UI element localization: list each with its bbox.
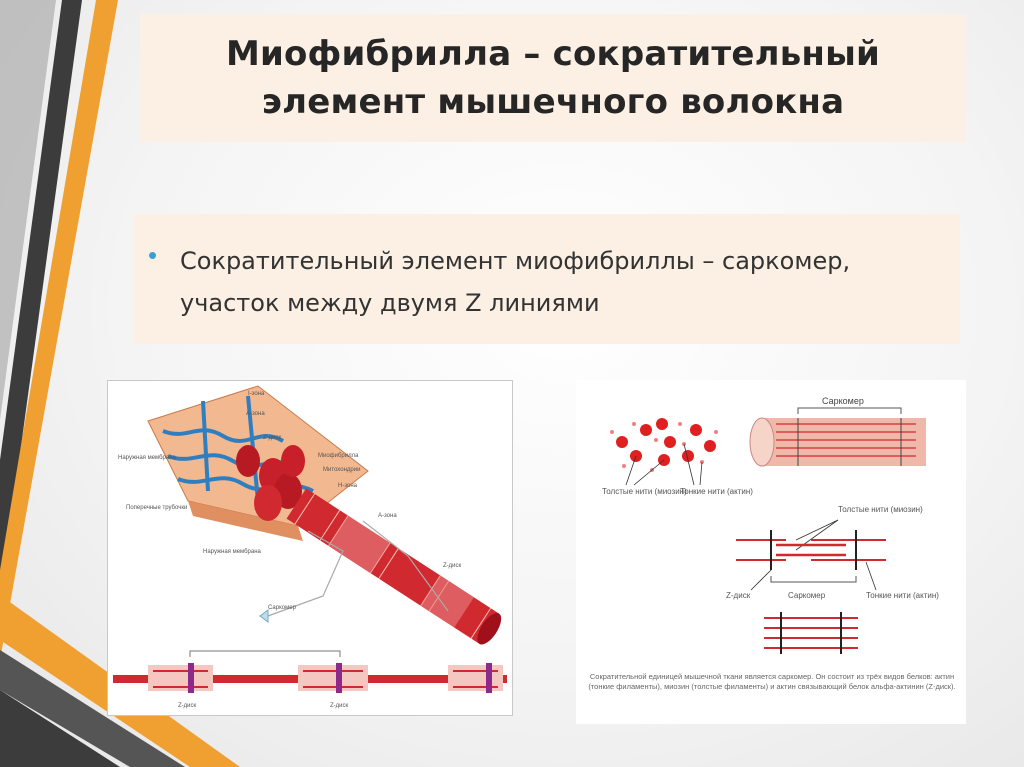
label-t-tubules: Поперечные трубочки <box>126 505 187 511</box>
label-h-zone: Н-зона <box>338 483 358 489</box>
extracted-myofibril <box>286 488 502 645</box>
bullet-text: Сократительный элемент миофибриллы – сар… <box>180 247 851 317</box>
label-myofibril: Миофибрилла <box>318 453 359 459</box>
label-a-zone-2: А-зона <box>378 513 397 519</box>
label-thick-filaments: Толстые нити (миозин) <box>602 487 687 496</box>
label-reticulum: Наружная мембрана <box>118 455 177 461</box>
label-z-disk: Z-диск <box>263 435 282 441</box>
label-z-disk-2: Z-диск <box>443 563 462 569</box>
bullet-box: • Сократительный элемент миофибриллы – с… <box>134 214 960 344</box>
label-membrane: Наружная мембрана <box>203 549 262 555</box>
myofibril-illustration: I-зона А-зона Z-диск Миофибрилла Митохон… <box>107 380 513 716</box>
label-mitochondria: Митохондрии <box>323 467 360 473</box>
myofibril-drawing: I-зона А-зона Z-диск Миофибрилла Митохон… <box>113 385 507 709</box>
label-z-disk-bottom-2: Z-диск <box>330 703 349 709</box>
label-thick-filaments-2: Толстые нити (миозин) <box>838 505 923 514</box>
filament-diagram: Толстые нити (миозин) Z-диск Саркомер То… <box>726 505 939 654</box>
label-z-disk-bottom-1: Z-диск <box>178 703 197 709</box>
cross-section: Толстые нити (миозин) Тонкие нити (актин… <box>602 418 753 496</box>
sarcomere-drawing: Толстые нити (миозин) Тонкие нити (актин… <box>588 396 956 691</box>
myofibril-bundles <box>236 445 305 521</box>
title-box: Миофибрилла – сократительный элемент мыш… <box>140 14 966 142</box>
label-sarcomere: Саркомер <box>268 605 297 611</box>
label-a-zone: А-зона <box>246 411 265 417</box>
label-thin-filaments-2: Тонкие нити (актин) <box>866 591 939 600</box>
sarcomere-cylinder: Саркомер <box>749 396 926 467</box>
label-sarcomere-mid: Саркомер <box>788 591 826 600</box>
label-i-zone: I-зона <box>248 391 265 397</box>
sarcomere-illustration: Толстые нити (миозин) Тонкие нити (актин… <box>576 380 966 724</box>
figure-caption: Сократительной единицей мышечной ткани я… <box>588 672 956 691</box>
slide-title: Миофибрилла – сократительный элемент мыш… <box>225 34 881 122</box>
label-thin-filaments: Тонкие нити (актин) <box>680 487 753 496</box>
sarcomere-strip <box>113 650 507 693</box>
bullet-icon: • <box>148 240 158 270</box>
label-z-disk-right: Z-диск <box>726 591 751 600</box>
label-sarcomere-top: Саркомер <box>822 396 864 406</box>
